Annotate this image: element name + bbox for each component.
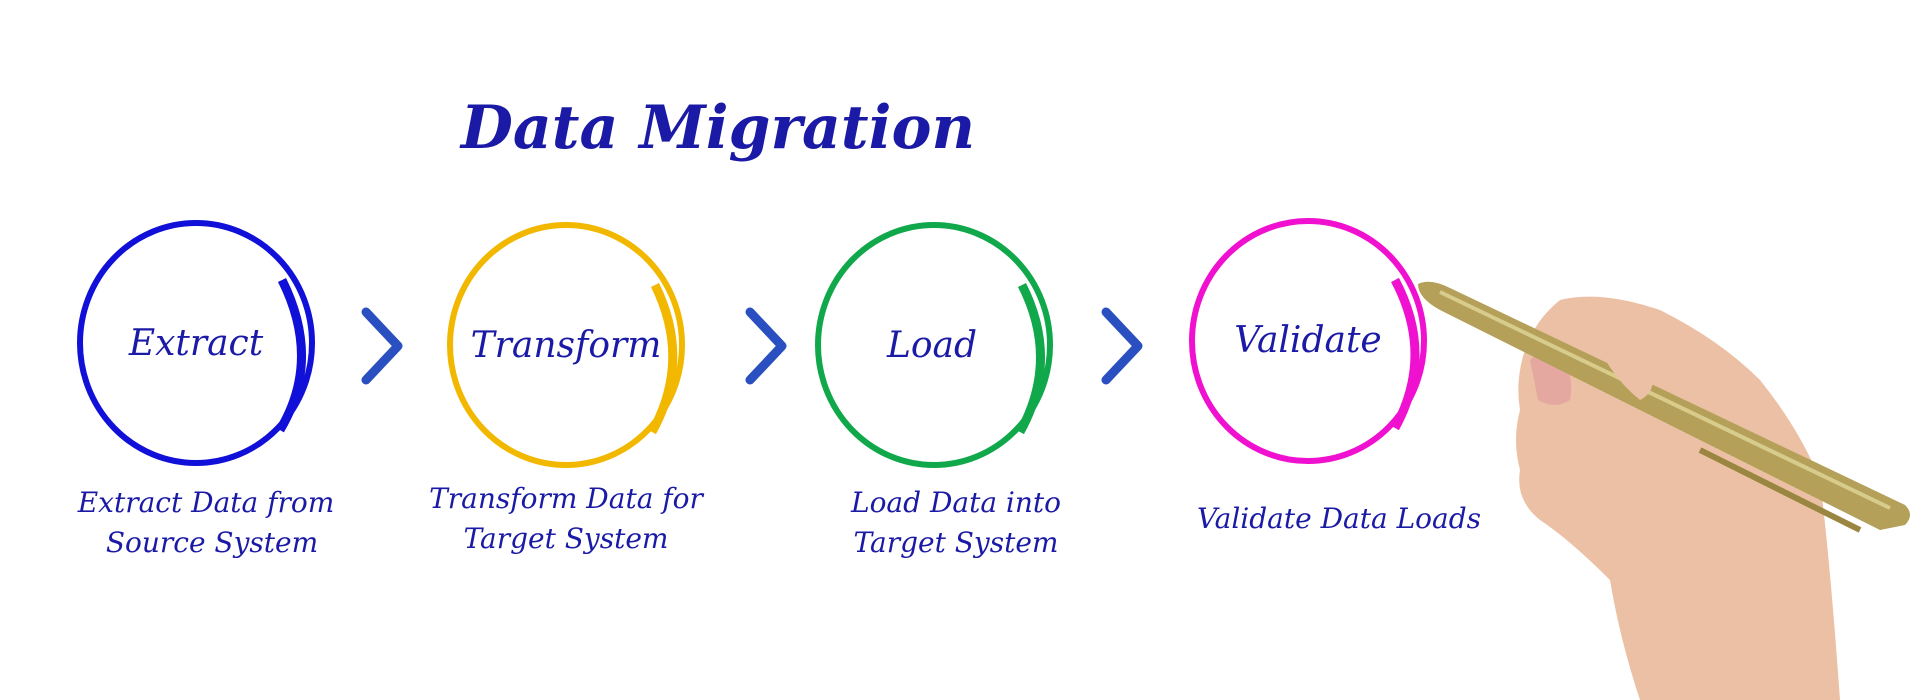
load-circle (815, 222, 1053, 468)
pen (1418, 281, 1910, 530)
transform-circle-stroke (648, 283, 678, 435)
step-caption-line: Transform Data for (429, 482, 704, 515)
step-caption-line: Target System (854, 526, 1059, 559)
validate-circle-stroke (1391, 277, 1420, 431)
diagram-title: Data Migration (459, 93, 975, 163)
extract-circle (77, 220, 315, 466)
step-load: Load Load Data into Target System (815, 222, 1061, 559)
step-caption-line: Extract Data from (77, 486, 335, 519)
hand (1516, 296, 1840, 700)
chevron-right-icon (361, 307, 403, 385)
step-caption-line: Validate Data Loads (1197, 502, 1481, 535)
step-transform: Transform Transform Data for Target Syst… (429, 222, 705, 555)
chevron-right-icon (745, 307, 787, 385)
step-caption-line: Source System (106, 526, 318, 559)
step-extract: Extract Extract Data from Source System (77, 220, 335, 559)
load-circle-stroke (1016, 282, 1045, 435)
validate-circle (1189, 218, 1427, 464)
step-caption-line: Load Data into (850, 486, 1061, 519)
step-label: Validate (1234, 320, 1381, 361)
hand-with-pen-illustration (1418, 281, 1910, 700)
pen-highlight (1439, 290, 1891, 510)
extract-circle-stroke (276, 277, 306, 433)
transform-circle (447, 222, 685, 468)
pen-clip (1698, 447, 1862, 533)
step-label: Load (886, 325, 977, 366)
thumb (1600, 310, 1654, 400)
chevron-right-icon (1101, 307, 1143, 385)
step-label: Extract (128, 323, 264, 364)
step-validate: Validate Validate Data Loads (1189, 218, 1481, 535)
step-label: Transform (471, 325, 662, 366)
step-caption-line: Target System (464, 522, 669, 555)
